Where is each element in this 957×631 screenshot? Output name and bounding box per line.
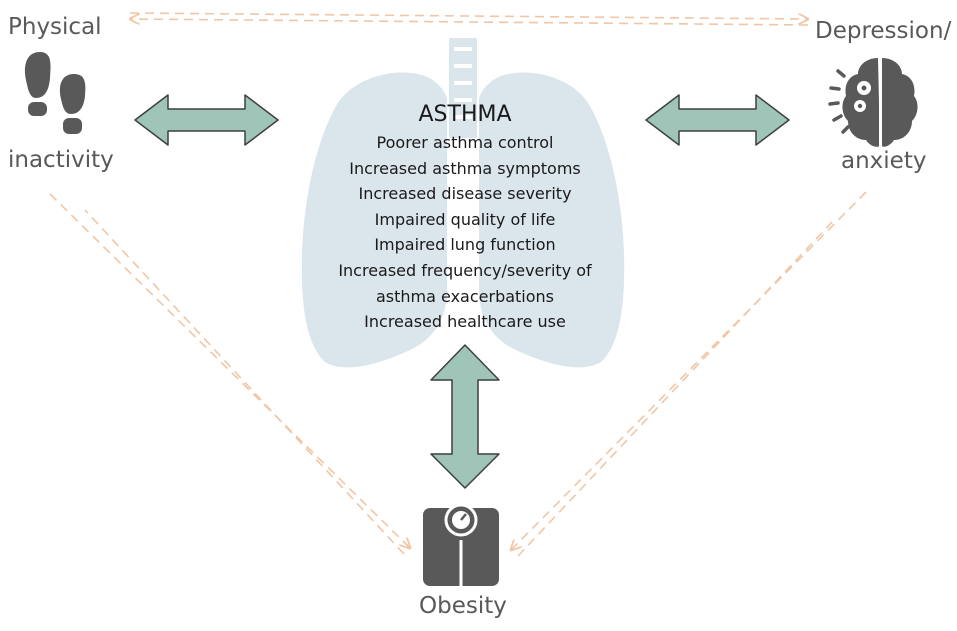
physical-label-line2: inactivity xyxy=(8,147,114,173)
effect-item: Increased disease severity xyxy=(358,184,572,204)
dashed-link-top xyxy=(130,12,808,26)
dashed-link-right xyxy=(511,191,867,557)
effect-item: Increased healthcare use xyxy=(364,312,566,332)
double-arrow-right xyxy=(645,94,790,146)
asthma-effects-block: ASTHMA Poorer asthma control Increased a… xyxy=(300,100,630,335)
effect-item: Poorer asthma control xyxy=(376,133,554,152)
dashed-link-left xyxy=(49,193,410,555)
depression-label-line1: Depression/ xyxy=(815,18,952,44)
effect-item: asthma exacerbations xyxy=(375,286,555,306)
physical-label-line1: Physical xyxy=(8,14,102,40)
double-arrow-left xyxy=(134,94,279,146)
effect-item: Impaired quality of life xyxy=(374,209,556,229)
lungs-icon xyxy=(301,38,625,368)
obesity-label: Obesity xyxy=(419,593,507,619)
weighing-scale-icon xyxy=(423,503,499,586)
double-arrow-vertical xyxy=(430,344,500,489)
lungs-ladder xyxy=(454,47,472,119)
brain-gears-icon xyxy=(828,56,918,148)
footprints-icon xyxy=(24,52,86,134)
asthma-title: ASTHMA xyxy=(418,102,512,127)
effect-item: Increased asthma symptoms xyxy=(349,158,581,178)
effect-item: Impaired lung function xyxy=(374,235,556,255)
effect-item: Increased frequency/severity of xyxy=(338,260,592,280)
depression-label-line2: anxiety xyxy=(841,148,927,174)
